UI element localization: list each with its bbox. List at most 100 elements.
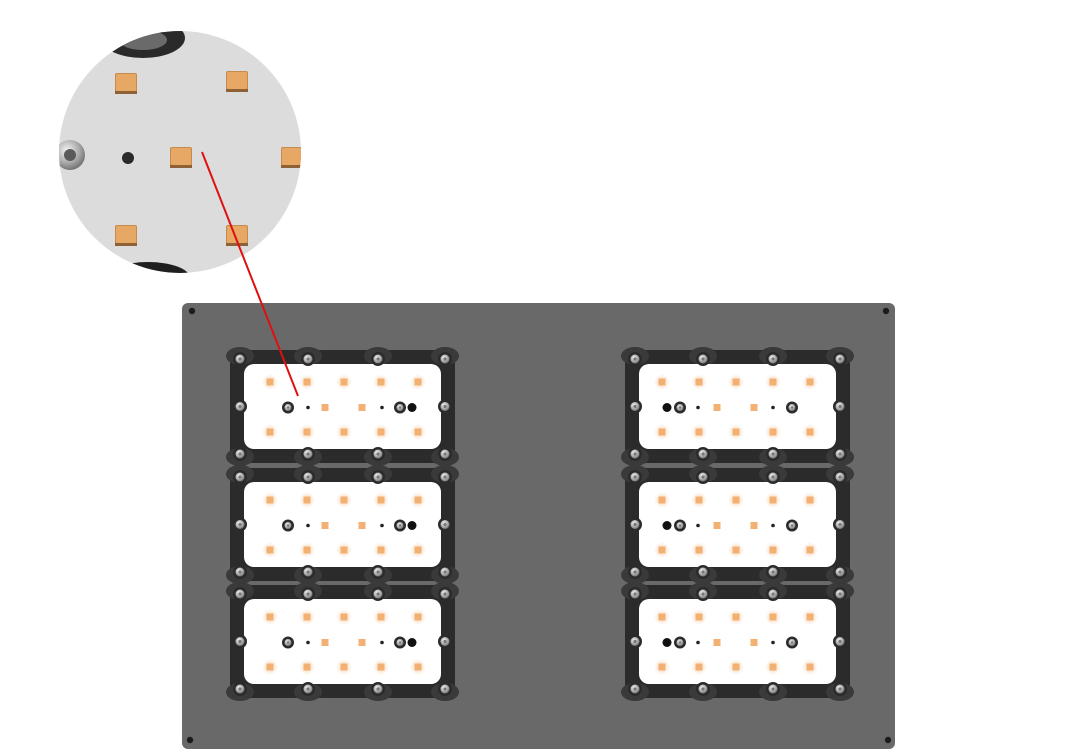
led-chip	[373, 542, 389, 558]
led-chip	[728, 424, 744, 440]
screw-icon	[438, 682, 452, 696]
screw-icon	[233, 587, 247, 601]
sensor-dot-icon	[306, 523, 310, 528]
led-chip	[654, 542, 670, 558]
led-chip	[691, 424, 707, 440]
screw-icon	[696, 352, 710, 366]
led-chip	[373, 659, 389, 675]
screw-icon	[301, 470, 315, 484]
screw-icon	[766, 470, 780, 484]
led-board	[244, 599, 441, 684]
sensor-dot-icon	[662, 521, 672, 530]
sensor-dot-icon	[407, 521, 417, 530]
led-chip	[336, 659, 352, 675]
screw-icon	[833, 352, 847, 366]
screw-icon	[282, 519, 294, 532]
led-module	[621, 582, 854, 701]
led-chip	[713, 404, 721, 411]
screw-icon	[233, 447, 247, 461]
sensor-dot-icon	[407, 403, 417, 412]
screw-icon	[233, 682, 247, 696]
led-module	[621, 347, 854, 466]
screw-icon	[628, 399, 642, 414]
screw-icon	[394, 401, 406, 414]
housing-mounting-holes	[186, 307, 892, 744]
sensor-dot-icon	[380, 640, 384, 645]
screw-icon	[786, 401, 798, 414]
screw-icon	[438, 352, 452, 366]
led-chip	[410, 492, 426, 508]
led-chip	[336, 492, 352, 508]
screw-icon	[301, 447, 315, 461]
led-chip	[410, 609, 426, 625]
led-chip	[299, 374, 315, 390]
led-chip	[713, 639, 721, 646]
led-chip	[410, 374, 426, 390]
screw-icon	[438, 587, 452, 601]
screw-icon	[674, 401, 686, 414]
led-chip	[691, 609, 707, 625]
led-chip	[765, 609, 781, 625]
led-chip	[336, 374, 352, 390]
led-chip	[358, 639, 366, 646]
led-chip	[321, 639, 329, 646]
screw-icon	[233, 634, 247, 649]
led-chip	[299, 492, 315, 508]
screw-icon	[301, 565, 315, 579]
screw-icon	[696, 470, 710, 484]
screw-icon	[766, 587, 780, 601]
screw-icon	[233, 352, 247, 366]
led-chip	[691, 374, 707, 390]
mounting-hole-icon	[188, 307, 196, 315]
screw-icon	[233, 517, 247, 532]
screw-icon	[833, 447, 847, 461]
led-chip	[802, 542, 818, 558]
led-chip	[336, 424, 352, 440]
led-chip-zoom	[170, 147, 192, 168]
led-chip	[336, 609, 352, 625]
led-board	[639, 364, 836, 449]
led-chip	[728, 609, 744, 625]
mounting-hole-icon	[186, 736, 194, 744]
screw-icon	[628, 565, 642, 579]
led-chip-zoom	[226, 225, 248, 246]
screw-icon	[301, 587, 315, 601]
screw-icon	[394, 636, 406, 649]
zoom-detail	[59, 31, 301, 273]
screw-icon	[371, 587, 385, 601]
led-chip	[765, 492, 781, 508]
led-chip	[299, 609, 315, 625]
sensor-dot-icon	[122, 152, 134, 164]
screw-icon	[233, 399, 247, 414]
led-chip	[321, 522, 329, 529]
screw-icon	[282, 636, 294, 649]
led-chip	[691, 542, 707, 558]
led-chip	[728, 492, 744, 508]
led-chip	[765, 542, 781, 558]
mounting-hole-icon	[882, 307, 890, 315]
sensor-dot-icon	[696, 523, 700, 528]
screw-icon	[394, 519, 406, 532]
led-chip-zoom	[115, 73, 137, 94]
screw-icon	[786, 636, 798, 649]
screw-icon	[696, 447, 710, 461]
screw-icon	[628, 352, 642, 366]
led-chip	[358, 404, 366, 411]
frame-corner-bottom	[106, 262, 190, 273]
led-chip	[262, 659, 278, 675]
led-chip	[691, 492, 707, 508]
screw-icon	[438, 470, 452, 484]
led-chip	[802, 374, 818, 390]
led-chip	[336, 542, 352, 558]
led-chip	[654, 609, 670, 625]
screw-icon	[628, 470, 642, 484]
screw-icon	[628, 447, 642, 461]
led-chip	[654, 374, 670, 390]
screw-icon	[786, 519, 798, 532]
led-chip	[262, 424, 278, 440]
led-chip	[373, 609, 389, 625]
screw-icon	[766, 682, 780, 696]
led-chip	[691, 659, 707, 675]
sensor-dot-icon	[662, 638, 672, 647]
screw-icon	[371, 470, 385, 484]
